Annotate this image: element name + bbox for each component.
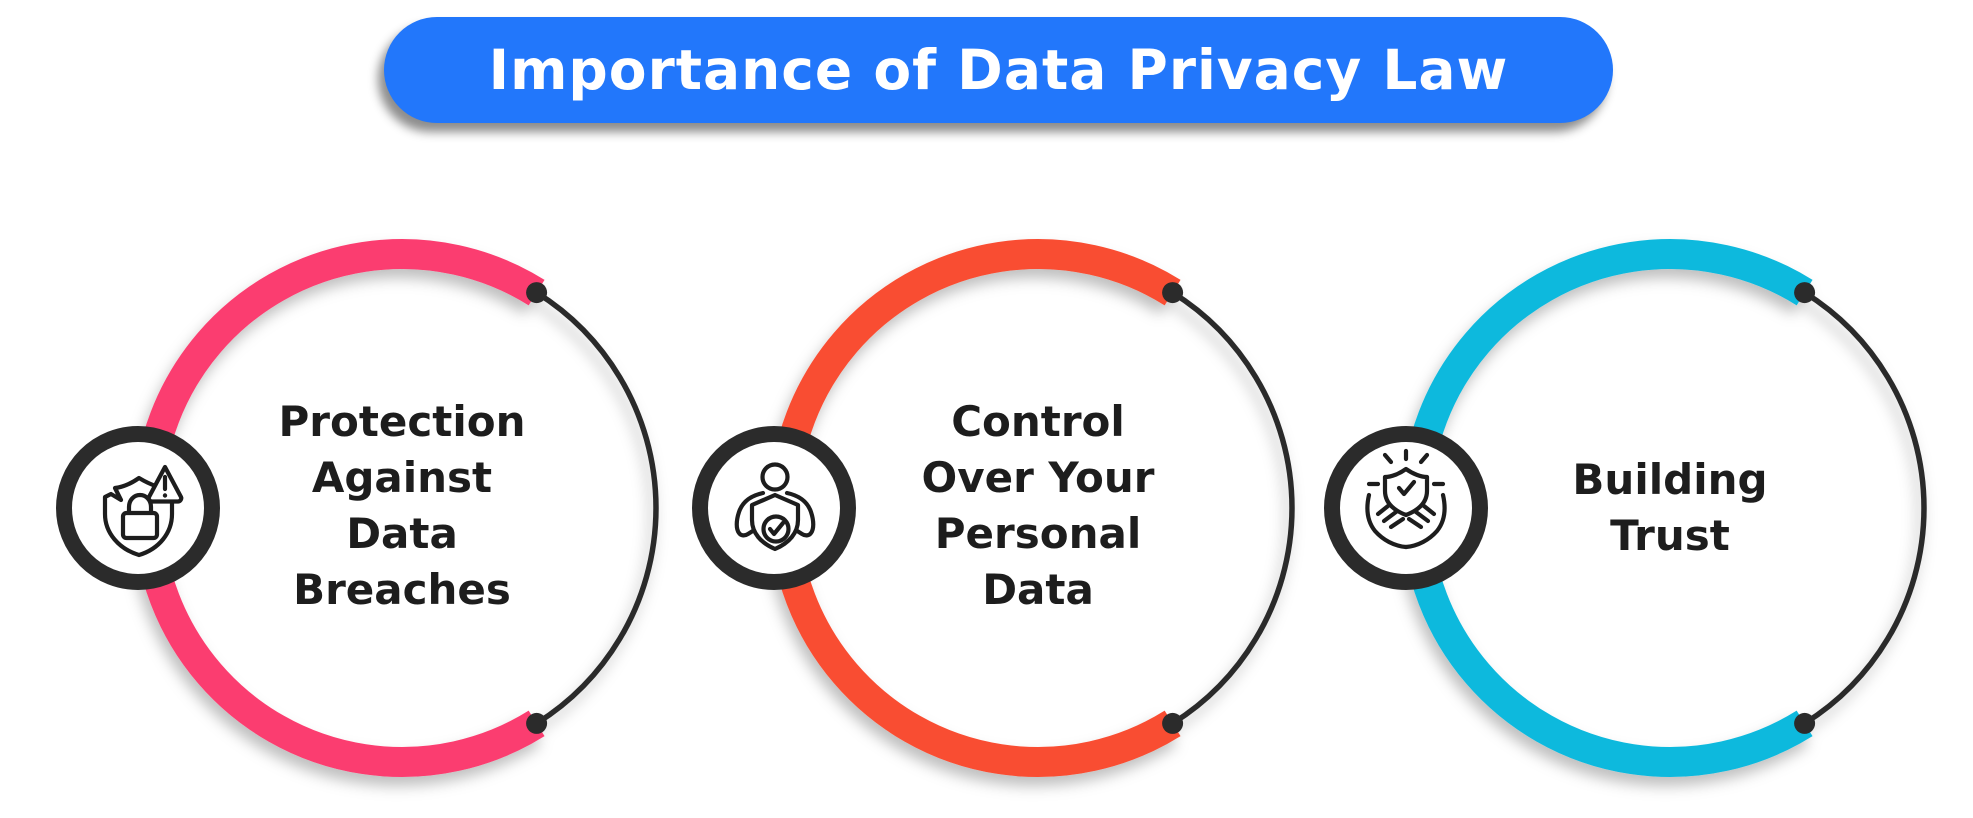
hands-shield-icon — [1365, 448, 1447, 550]
ring-protection-breaches — [56, 239, 659, 777]
ring-control-data — [692, 239, 1295, 777]
circle-label-line: Personal — [934, 509, 1142, 558]
circle-label-line: Protection — [278, 397, 526, 446]
person-shield-icon — [734, 462, 816, 552]
icon-badge — [56, 426, 220, 590]
arc-endpoint-dot-bottom — [1794, 712, 1816, 734]
page-title: Importance of Data Privacy Law — [488, 38, 1509, 102]
thin-arc — [1803, 290, 1927, 726]
ring-building-trust — [1324, 239, 1927, 777]
circle-label-line: Data — [346, 509, 458, 558]
circle-label-line: Trust — [1610, 511, 1730, 560]
title-banner: Importance of Data Privacy Law — [384, 17, 1613, 123]
circle-label-line: Against — [311, 453, 493, 502]
circle-label-line: Control — [951, 397, 1125, 446]
arc-endpoint-dot-top — [1162, 282, 1184, 304]
arc-endpoint-dot-bottom — [526, 712, 548, 734]
arc-endpoint-dot-top — [526, 282, 548, 304]
circle-label: Building Trust — [1470, 452, 1870, 564]
circle-label: Control Over Your Personal Data — [838, 394, 1238, 618]
circle-label-line: Breaches — [293, 565, 511, 614]
arc-endpoint-dot-top — [1794, 282, 1816, 304]
circle-label-line: Building — [1572, 455, 1768, 504]
thin-arc — [1171, 290, 1295, 726]
circle-label-line: Data — [982, 565, 1094, 614]
thin-arc — [535, 290, 659, 726]
circle-label: Protection Against Data Breaches — [202, 394, 602, 618]
breach-shield-icon — [102, 464, 184, 558]
arc-endpoint-dot-bottom — [1162, 712, 1184, 734]
circle-label-line: Over Your — [921, 453, 1155, 502]
